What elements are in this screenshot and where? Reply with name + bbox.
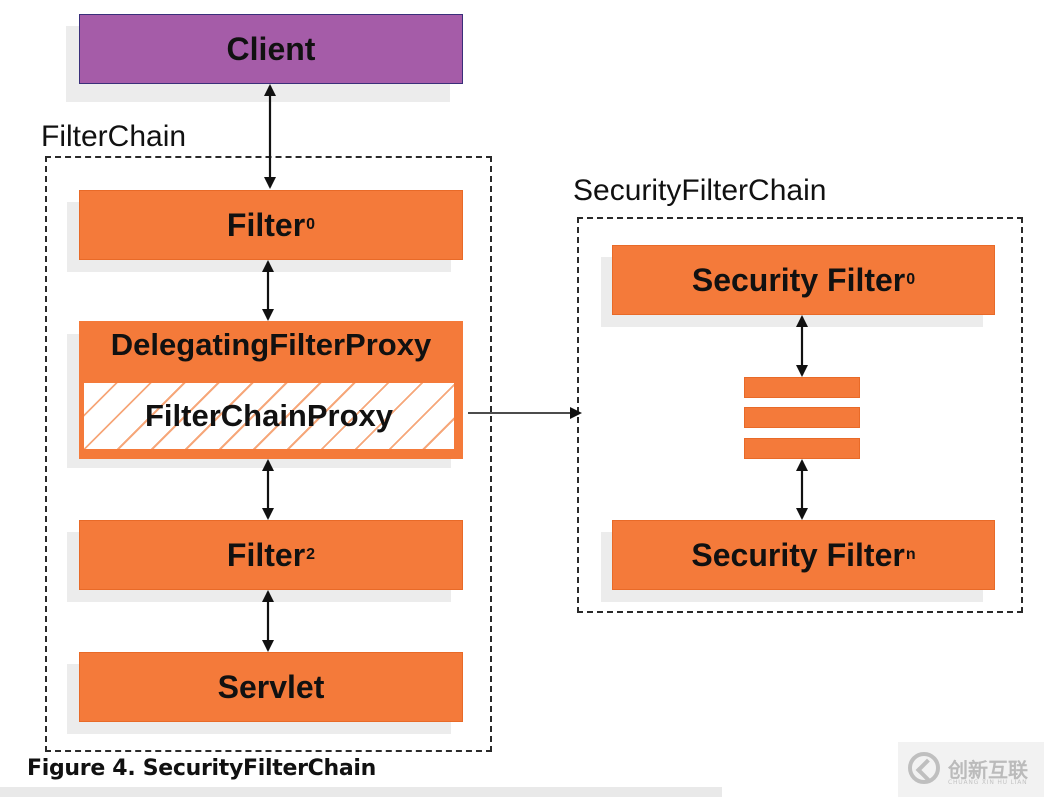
footer-strip [0,787,722,797]
security-filter-stack-bar-1 [744,377,860,398]
delegating-filter-proxy: DelegatingFilterProxy FilterChainProxy [79,321,463,459]
watermark-text: 创新互联 [948,758,1028,782]
filter-chain-proxy: FilterChainProxy [82,381,456,451]
security-filter0-subscript: 0 [906,271,916,288]
security-filtern-label: Security Filter [691,536,905,573]
security-filter-chain-label: SecurityFilterChain [573,174,827,207]
filter2-label: Filter [226,536,306,573]
watermark: 创新互联 CHUANG XIN HU LIAN [898,742,1044,797]
watermark-subtext: CHUANG XIN HU LIAN [948,779,1028,786]
watermark-logo-icon [908,752,940,784]
servlet-box: Servlet [79,652,463,722]
filter0-subscript: 0 [306,216,316,233]
servlet-label: Servlet [217,668,325,705]
filter0-label: Filter [226,206,306,243]
filter-chain-label: FilterChain [41,120,187,153]
security-filtern-subscript: n [905,546,916,563]
security-filter0-label: Security Filter [691,261,906,298]
figure-caption: Figure 4. SecurityFilterChain [27,756,377,781]
client-label: Client [226,30,316,67]
client-box: Client [79,14,463,84]
delegating-filter-proxy-label: DelegatingFilterProxy [110,327,432,362]
security-filter-stack-bar-3 [744,438,860,459]
filter-chain-proxy-label: FilterChainProxy [144,398,394,433]
security-filter-stack-bar-2 [744,407,860,428]
filter2-subscript: 2 [306,546,316,563]
